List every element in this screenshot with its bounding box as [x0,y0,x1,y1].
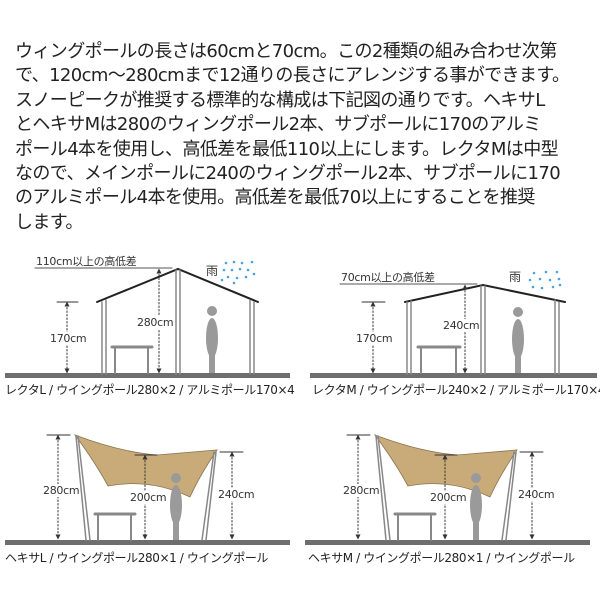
table [93,512,137,541]
description-line: で、120cm〜280cmまで12通りの長さにアレンジする事ができます。 [15,65,570,87]
height-diff-label: 110cm以上の高低差 [36,255,137,268]
ground [5,540,290,545]
hexa-m-caption: ヘキサM / ウイングポール280×1 / ウイングポール [308,551,575,565]
left-height-label: 280cm [343,484,380,497]
description-line: ウィングポールの長さは60cmと70cm。この2種類の組み合わせ次第 [15,41,557,62]
poles [406,285,560,375]
description-line: ポール4本を使用し、高低差を最低110以上にします。レクタMは中型 [15,138,559,160]
rain-icon [220,260,256,285]
rain-label: 雨 [206,264,219,278]
ground [5,373,290,378]
rain-icon [528,270,562,290]
table [110,345,154,374]
person-icon [170,473,182,540]
ground [310,373,597,378]
poles [101,269,255,375]
table [416,345,462,374]
tarp [73,434,218,498]
recta-l-caption: レクタL / ウイングポール280×2 / アルミポール170×4 [5,383,295,397]
side-height-label: 170cm [50,332,87,345]
center-height-label: 200cm [430,491,467,504]
person-icon [470,473,482,540]
recta-m-caption: レクタM / ウイングポール240×2 / アルミポール170×4 [312,383,600,397]
description-paragraph: ウィングポールの長さは60cmと70cm。この2種類の組み合わせ次第 で、120… [15,40,595,235]
description-line: します。 [15,211,83,233]
poles [375,435,517,541]
side-height-label: 170cm [356,332,393,345]
main-height-label: 280cm [137,316,174,329]
main-height-label: 240cm [443,319,480,332]
recta-m-diagram [310,270,597,378]
center-height-label: 200cm [130,491,167,504]
description-line: なので、メインポールに240のウィングポール2本、サブポールに170 [15,162,561,184]
hexa-l-caption: ヘキサL / ウイングポール280×1 / ウイングポール [5,551,269,565]
poles [75,435,217,541]
ground [305,540,590,545]
left-height-label: 280cm [43,484,80,497]
tarp-roof [404,283,566,303]
description-line: とヘキサMは280のウィングポール2本、サブポールに170のアルミ [15,114,541,136]
height-diff-label: 70cm以上の高低差 [341,271,435,284]
person-icon [206,306,218,373]
recta-l-diagram [5,260,290,378]
table [393,512,437,541]
tarp [373,434,518,498]
right-height-label: 240cm [218,488,255,501]
person-icon [512,307,524,373]
description-line: スノーピークが推奨する標準的な構成は下記図の通りです。ヘキサL [15,89,545,111]
rain-label: 雨 [509,270,522,284]
description-line: のアルミポール4本を使用。高低差を最低70以上にすることを推奨 [15,187,535,209]
right-height-label: 240cm [518,488,555,501]
tarp-roof [96,267,259,303]
